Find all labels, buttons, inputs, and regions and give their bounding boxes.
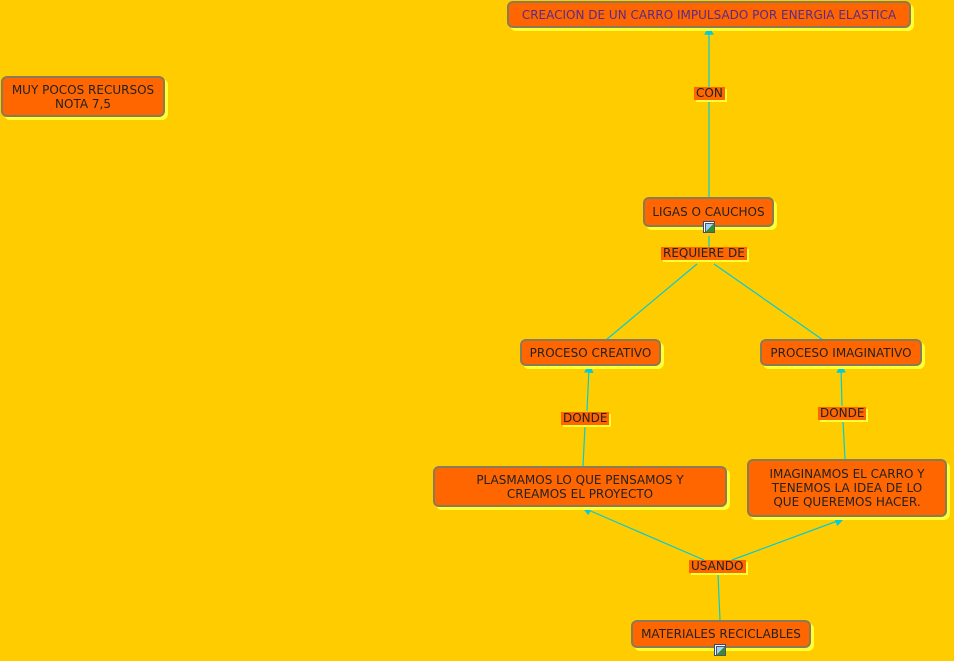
link-label-donde-left[interactable]: DONDE (561, 411, 610, 425)
node-plasmamos-text: PLASMAMOS LO QUE PENSAMOS Y CREAMOS EL P… (476, 472, 684, 501)
link-usando-plasmamos (581, 506, 705, 561)
link-label-con[interactable]: CON (694, 86, 725, 100)
link-usando-imaginamos (731, 517, 845, 561)
link-donde-creativo (583, 363, 594, 412)
link-plasmamos-donde (582, 425, 586, 467)
link-label-usando[interactable]: USANDO (689, 559, 746, 573)
image-icon[interactable] (714, 644, 726, 656)
node-note[interactable]: MUY POCOS RECURSOS NOTA 7,5 (1, 76, 165, 117)
node-title[interactable]: CREACION DE UN CARRO IMPULSADO POR ENERG… (507, 1, 911, 28)
node-note-line2: NOTA 7,5 (55, 96, 111, 111)
node-plasmamos[interactable]: PLASMAMOS LO QUE PENSAMOS Y CREAMOS EL P… (433, 466, 727, 507)
link-materiales-usando (717, 573, 721, 621)
node-proceso-imaginativo-text: PROCESO IMAGINATIVO (770, 345, 912, 360)
link-requiere-creativo (605, 263, 698, 341)
node-ligas-text: LIGAS O CAUCHOS (652, 205, 765, 219)
link-label-requiere-de[interactable]: REQUIERE DE (661, 246, 747, 260)
link-imaginamos-donde (842, 420, 846, 460)
link-donde-imaginativo (836, 363, 846, 407)
link-requiere-imaginativo (713, 263, 824, 341)
node-proceso-creativo-text: PROCESO CREATIVO (529, 345, 652, 360)
node-imaginamos-text: IMAGINAMOS EL CARRO Y TENEMOS LA IDEA DE… (769, 467, 925, 509)
link-label-donde-right[interactable]: DONDE (818, 406, 867, 420)
node-note-line1: MUY POCOS RECURSOS (11, 82, 155, 97)
node-title-text: CREACION DE UN CARRO IMPULSADO POR ENERG… (521, 7, 897, 22)
node-imaginamos[interactable]: IMAGINAMOS EL CARRO Y TENEMOS LA IDEA DE… (747, 459, 947, 517)
node-materiales-text: MATERIALES RECICLABLES (641, 627, 801, 641)
image-icon[interactable] (703, 221, 715, 233)
node-proceso-imaginativo[interactable]: PROCESO IMAGINATIVO (760, 339, 922, 366)
node-proceso-creativo[interactable]: PROCESO CREATIVO (520, 339, 661, 366)
